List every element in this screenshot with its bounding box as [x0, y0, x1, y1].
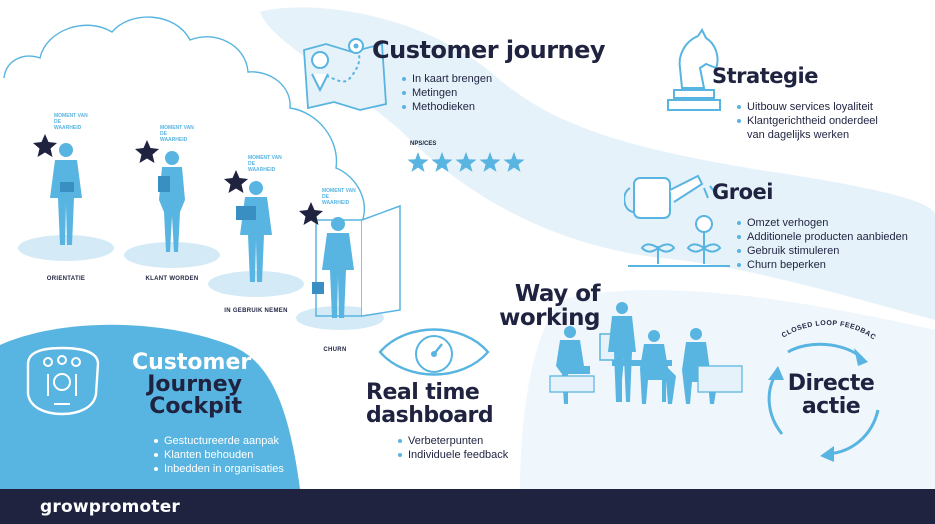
cockpit-bullets: Gestuctureerde aanpak Klanten behouden I… [152, 434, 284, 476]
way-of-working-title: Way of working [478, 282, 600, 330]
cockpit-bullet: Klanten behouden [152, 448, 284, 462]
chess-knight-icon [667, 28, 721, 111]
moment-label-3: MOMENT VAN DE WAARHEID [248, 155, 282, 173]
rating-star [431, 152, 453, 172]
groei-bullet: Churn beperken [735, 258, 908, 272]
cockpit-icon [26, 346, 100, 416]
star-churn [299, 202, 323, 225]
person-churn [312, 217, 354, 318]
cockpit-bullet: Inbedden in organisaties [152, 462, 284, 476]
rating-star [503, 152, 525, 172]
nps-label: NPS/CES [410, 141, 437, 147]
flower-icon [686, 232, 722, 264]
dashboard-title: Real time dashboard [366, 380, 494, 428]
way-of-working-title-line2: working [499, 305, 600, 331]
star-klant-worden [135, 140, 159, 163]
stage-label-klant-worden: KLANT WORDEN [145, 276, 199, 282]
star-in-gebruik-nemen [224, 170, 248, 193]
person-in-gebruik-nemen [236, 181, 272, 282]
dashboard-bullets: Verbeterpunten Individuele feedback [396, 434, 508, 462]
groei-bullet: Omzet verhogen [735, 216, 908, 230]
cockpit-title-line1: Customer [132, 350, 252, 375]
speedometer-eye-icon [378, 328, 490, 376]
stage-platform-klant-worden [124, 242, 220, 268]
dashboard-title-line1: Real time [366, 380, 480, 405]
closed-loop-arrows: CLOSED LOOP FEEDBACK [758, 318, 880, 462]
watering-can-icon [624, 174, 730, 267]
rating-star [407, 152, 429, 172]
groei-bullet: Additionele producten aanbieden [735, 230, 908, 244]
customer-journey-bullets: In kaart brengen Metingen Methodieken [400, 72, 492, 114]
cockpit-title-line3: Cockpit [149, 394, 242, 419]
customer-journey-title: Customer journey [372, 36, 606, 64]
footer-bar [0, 489, 935, 524]
customer-journey-bullet: In kaart brengen [400, 72, 492, 86]
person-klant-worden [158, 151, 185, 252]
customer-journey-bullet: Methodieken [400, 100, 492, 114]
cockpit-bullet: Gestuctureerde aanpak [152, 434, 284, 448]
groei-title: Groei [712, 180, 773, 204]
strategie-bullet-continuation: van dagelijks werken [747, 129, 850, 141]
cloud-outline [3, 16, 365, 223]
stage-label-orientatie: ORIENTATIE [46, 276, 86, 282]
closed-loop-feedback-label: CLOSED LOOP FEEDBACK [758, 318, 876, 342]
strategie-bullet: Klantgerichtheid onderdeel [735, 114, 878, 128]
strategie-bullet: Uitbouw services loyaliteit [735, 100, 878, 114]
map-pin-icon [303, 38, 387, 111]
star-orientatie [33, 134, 57, 157]
customer-journey-bullet: Metingen [400, 86, 492, 100]
dashboard-bullet: Individuele feedback [396, 448, 508, 462]
dashboard-title-line2: dashboard [366, 403, 494, 428]
journey-illustration [18, 134, 401, 330]
directe-actie-title-line1: Directe [787, 371, 875, 396]
svg-text:CLOSED LOOP FEEDBACK: CLOSED LOOP FEEDBACK [758, 318, 877, 342]
stage-platform-in-gebruik-nemen [208, 271, 304, 297]
strategie-bullets: Uitbouw services loyaliteit Klantgericht… [735, 100, 878, 142]
stage-label-in-gebruik-nemen: IN GEBRUIK NEMEN [224, 308, 288, 314]
way-of-working-title-line1: Way of [514, 281, 601, 307]
groei-bullet: Gebruik stimuleren [735, 244, 908, 258]
meeting-illustration [549, 302, 743, 404]
directe-actie-title-line2: actie [801, 394, 861, 419]
stage-platform-orientatie [18, 235, 114, 261]
moment-label-2: MOMENT VAN DE WAARHEID [160, 125, 194, 143]
directe-actie-title: Directe actie [780, 372, 882, 418]
moment-label-1: MOMENT VAN DE WAARHEID [54, 113, 88, 131]
dashboard-bullet: Verbeterpunten [396, 434, 508, 448]
cockpit-title: Customer Journey Cockpit [132, 350, 252, 419]
growpromoter-logo: growpromoter [40, 497, 181, 517]
groei-bullets: Omzet verhogen Additionele producten aan… [735, 216, 908, 272]
person-orientatie [50, 143, 82, 245]
rating-star [479, 152, 501, 172]
stage-label-churn: CHURN [323, 347, 347, 353]
cockpit-title-line2: Journey [147, 372, 242, 397]
nps-rating-stars [407, 152, 525, 172]
rating-star [455, 152, 477, 172]
background-swoosh [260, 7, 935, 321]
sprout-icon [640, 243, 676, 264]
moment-label-4: MOMENT VAN DE WAARHEID [322, 188, 356, 206]
strategie-title: Strategie [712, 64, 818, 88]
